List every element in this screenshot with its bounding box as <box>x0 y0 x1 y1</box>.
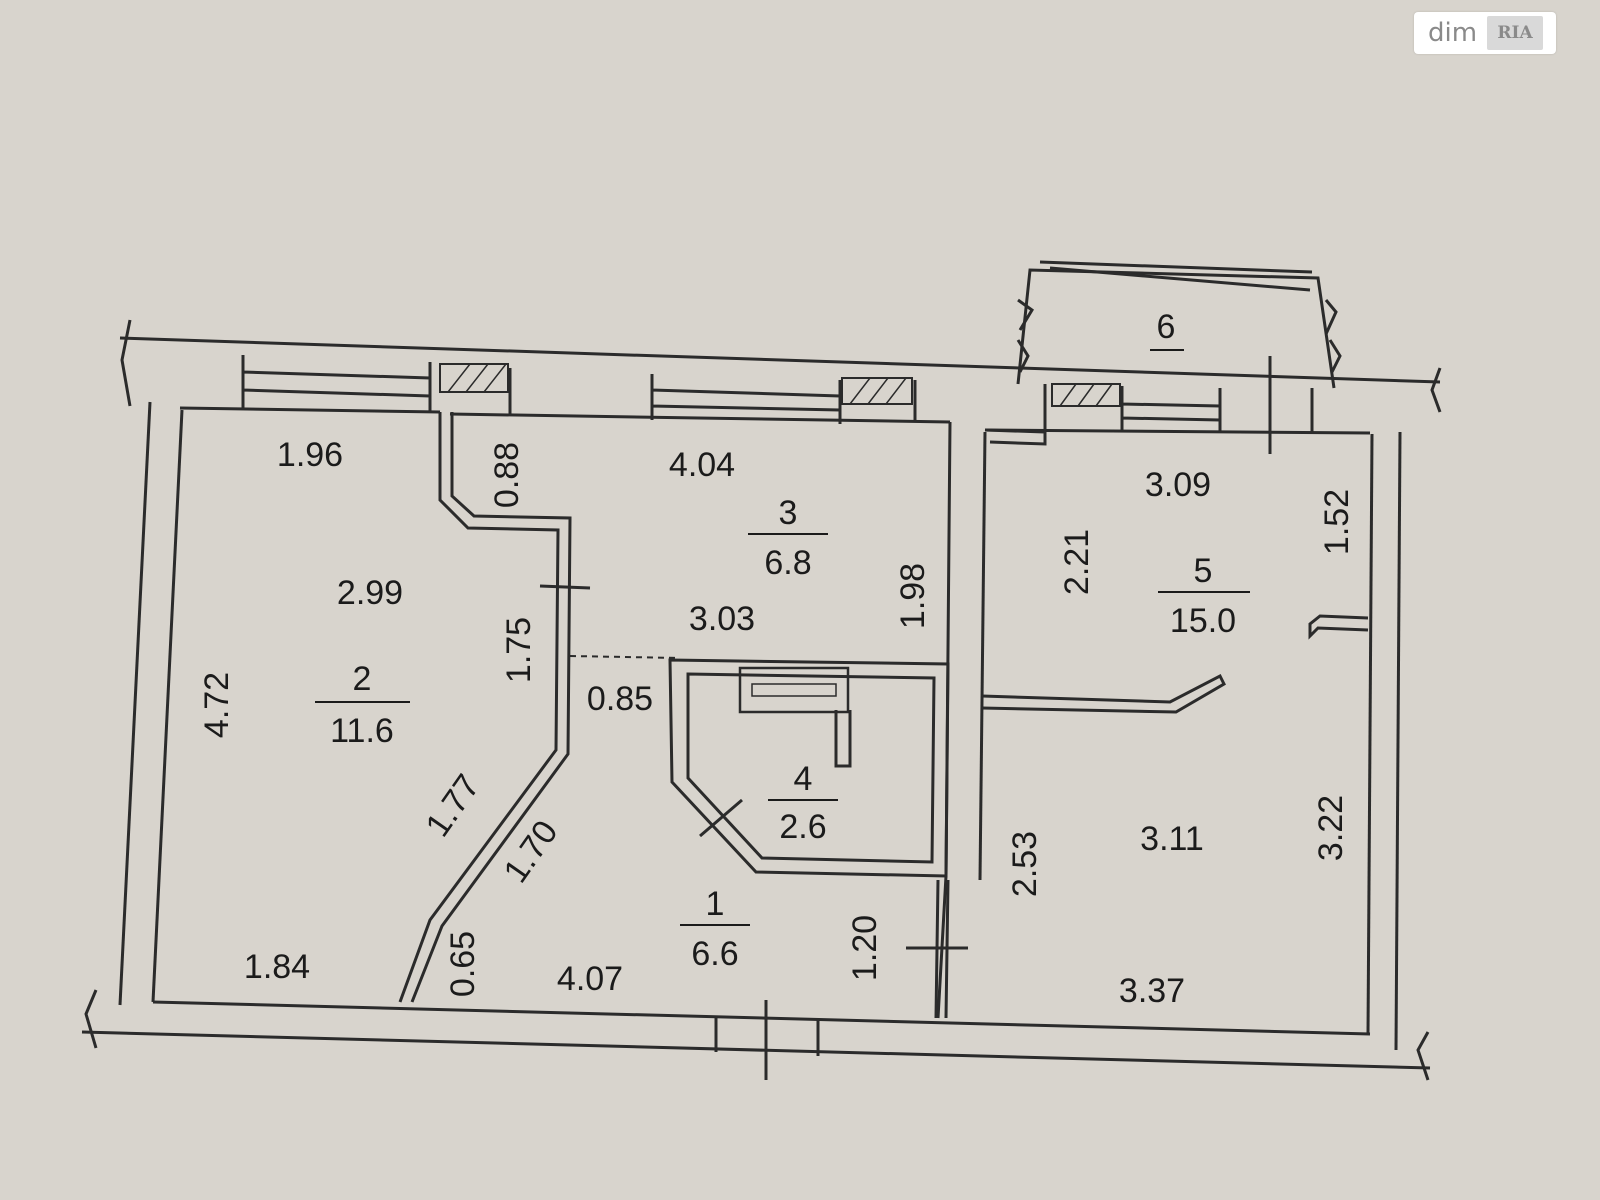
room-area: 15.0 <box>1170 602 1236 640</box>
dimension-labels: 1.96 0.88 4.04 3.09 1.52 2.99 1.75 3.03 … <box>198 436 1356 1010</box>
room-number: 3 <box>779 494 798 532</box>
dim-3-37: 3.37 <box>1119 972 1185 1010</box>
pillar-1 <box>439 363 509 393</box>
room-label-2: 2 11.6 <box>315 660 410 750</box>
room-area: 6.6 <box>691 935 738 973</box>
zone-divider-dashed <box>569 655 681 659</box>
bath-outer <box>668 658 950 878</box>
room-number: 6 <box>1157 308 1176 346</box>
dim-ria-watermark: dim RIA <box>1414 12 1556 54</box>
room-labels: 1 6.6 2 11.6 3 6.8 4 2.6 5 <box>315 308 1250 973</box>
dim-4-72: 4.72 <box>198 672 236 738</box>
break-mark-bottom-left <box>84 989 98 1049</box>
bathtub-grate <box>751 683 837 697</box>
room5-partition <box>981 673 1226 714</box>
dim-1-20: 1.20 <box>846 915 884 981</box>
dim-1-52: 1.52 <box>1318 489 1356 555</box>
dim-1-96: 1.96 <box>277 436 343 474</box>
watermark-badge: RIA <box>1487 16 1544 50</box>
room-number: 2 <box>353 660 372 698</box>
dim-1-98: 1.98 <box>894 563 932 629</box>
wall-center-top-cap <box>984 428 1047 446</box>
wall-center-left <box>936 421 952 1019</box>
watermark-text: dim <box>1428 18 1478 48</box>
dim-2-53: 2.53 <box>1006 831 1044 897</box>
room-label-1: 1 6.6 <box>680 885 750 973</box>
break-mark-top-right <box>1430 367 1442 413</box>
dim-4-04: 4.04 <box>669 446 735 484</box>
room-label-6: 6 <box>1150 308 1184 351</box>
room5-stub <box>1308 614 1369 640</box>
right-wall-inner <box>1366 433 1374 1035</box>
left-wall-inner <box>151 409 184 1003</box>
dim-4-07: 4.07 <box>557 960 623 998</box>
dim-3-03: 3.03 <box>689 600 755 638</box>
dim-2-21: 2.21 <box>1058 529 1096 595</box>
partition-2-outer <box>398 412 560 1003</box>
window-2 <box>650 374 842 424</box>
left-wall-outer <box>118 401 152 1006</box>
room-label-4: 4 2.6 <box>768 760 838 846</box>
dim-0-65: 0.65 <box>444 931 482 997</box>
balcony-rail <box>1039 260 1313 292</box>
walls <box>81 260 1442 1081</box>
bottom-wall-outer <box>81 1030 1431 1070</box>
dim-2-99: 2.99 <box>337 574 403 612</box>
window-3 <box>1120 386 1222 432</box>
room-number: 4 <box>794 760 813 798</box>
door-tick-2 <box>539 584 591 590</box>
pillar-hatching <box>447 363 1113 407</box>
dim-3-22: 3.22 <box>1312 795 1350 861</box>
break-mark-bottom-right <box>1416 1031 1430 1081</box>
top-wall-outer <box>119 336 1441 384</box>
room-number: 5 <box>1194 552 1213 590</box>
right-wall-outer <box>1394 431 1402 1051</box>
pipe <box>834 710 852 768</box>
room-area: 11.6 <box>330 712 394 750</box>
pillar-2 <box>841 377 913 405</box>
bathtub <box>738 666 850 714</box>
bottom-wall-inner <box>152 1000 1371 1036</box>
partition-2-inner <box>410 412 572 1003</box>
dim-0-88: 0.88 <box>488 442 526 508</box>
wall-center-right <box>978 431 987 881</box>
room-label-3: 3 6.8 <box>748 494 828 582</box>
room-area: 6.8 <box>764 544 811 582</box>
balcony-posts <box>1016 298 1342 373</box>
dim-1-75: 1.75 <box>500 617 538 683</box>
pillar-3 <box>1051 383 1121 407</box>
bath-inner <box>686 672 936 864</box>
dim-3-11: 3.11 <box>1140 820 1204 858</box>
dim-1-84: 1.84 <box>244 948 310 986</box>
room-label-5: 5 15.0 <box>1158 552 1250 640</box>
bath-door-tick <box>699 798 743 838</box>
top-wall-inner <box>179 406 1371 435</box>
room-number: 1 <box>706 885 725 923</box>
room-area: 2.6 <box>779 808 826 846</box>
dim-3-09: 3.09 <box>1145 466 1211 504</box>
dim-0-85: 0.85 <box>587 680 653 718</box>
entry-door <box>714 1016 820 1056</box>
break-mark-top-left <box>120 319 132 407</box>
window-1 <box>241 355 432 412</box>
